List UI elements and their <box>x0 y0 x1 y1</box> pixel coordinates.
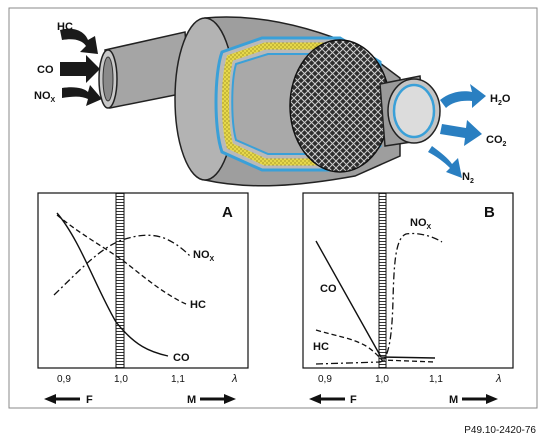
panel-b-hc-label: HC <box>313 341 329 353</box>
panel-b-lean-arrow-icon <box>462 394 498 404</box>
panel-a-co-curve <box>56 212 169 357</box>
panel-a-rich-arrow-icon <box>44 394 80 404</box>
panel-a-tick-1-0: 1,0 <box>114 374 128 385</box>
panel-a-frame <box>37 192 249 369</box>
hc-arrow-icon <box>60 28 98 54</box>
figure-id: P49.10-2420-76 <box>464 425 536 436</box>
output-label-co2: CO2 <box>486 134 507 148</box>
panel-b: B NOX CO HC 0,9 1,0 1,1 λ F M <box>302 192 514 406</box>
panel-b-tick-0-9: 0,9 <box>318 374 332 385</box>
panel-b-nox-label: NOX <box>410 217 432 231</box>
inlet-arrows <box>60 28 102 106</box>
panel-a: A NOX HC CO 0,9 1,0 1,1 λ F M <box>37 192 249 406</box>
panel-a-lambda: λ <box>231 373 237 385</box>
panel-b-rich-label: F <box>350 394 357 406</box>
outlet-arrows <box>428 84 486 178</box>
panel-a-hc-label: HC <box>190 299 206 311</box>
panel-b-tick-1-1: 1,1 <box>429 374 443 385</box>
panel-a-stoich-band <box>115 192 125 369</box>
panel-b-lambda: λ <box>495 373 501 385</box>
input-label-hc: HC <box>57 21 73 33</box>
input-label-nox: NOX <box>34 90 56 104</box>
panel-a-co-label: CO <box>173 352 190 364</box>
panel-b-letter: B <box>484 204 495 221</box>
panel-b-frame <box>302 192 514 369</box>
outlet-opening <box>392 83 436 139</box>
panel-a-letter: A <box>222 204 233 221</box>
co-arrow-icon <box>60 55 100 83</box>
co2-arrow-icon <box>440 120 482 146</box>
h2o-arrow-icon <box>440 84 486 108</box>
nox-arrow-icon <box>62 85 102 106</box>
panel-a-rich-label: F <box>86 394 93 406</box>
panel-a-hc-curve <box>56 214 187 305</box>
input-label-co: CO <box>37 64 54 76</box>
panel-b-nox-curve <box>315 232 443 365</box>
panel-a-tick-1-1: 1,1 <box>171 374 185 385</box>
n2-arrow-icon <box>428 146 462 178</box>
panel-a-nox-label: NOX <box>193 249 215 263</box>
honeycomb-monolith <box>289 39 391 173</box>
panel-b-co-curve <box>315 240 436 359</box>
panel-b-tick-1-0: 1,0 <box>375 374 389 385</box>
output-label-h2o: H2O <box>490 93 511 107</box>
panel-a-lean-label: M <box>187 394 196 406</box>
panel-b-lean-label: M <box>449 394 458 406</box>
panel-a-nox-curve <box>53 234 191 296</box>
panel-a-tick-0-9: 0,9 <box>57 374 71 385</box>
catalytic-converter <box>98 16 441 187</box>
panel-b-hc-curve <box>315 329 436 363</box>
output-label-n2: N2 <box>462 171 474 185</box>
panel-b-rich-arrow-icon <box>309 394 345 404</box>
panel-a-lean-arrow-icon <box>200 394 236 404</box>
panel-b-co-label: CO <box>320 283 337 295</box>
panel-b-stoich-band <box>378 192 387 369</box>
